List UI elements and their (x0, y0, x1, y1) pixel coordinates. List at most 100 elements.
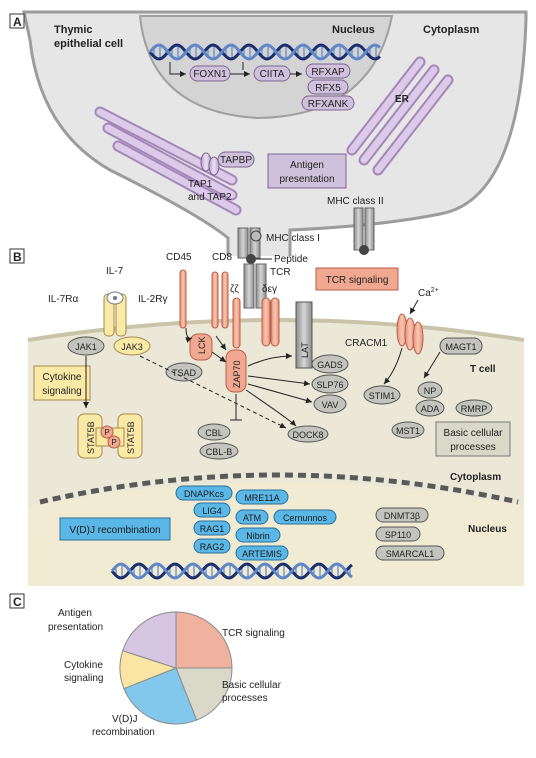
cd8-receptor (211, 271, 229, 329)
gene-ciita: CIITA (253, 65, 291, 82)
er-right (346, 56, 454, 176)
tapbp: TAPBP (217, 151, 255, 168)
rag2: RAG2 (193, 538, 231, 554)
pie-label-vdj-2: recombination (92, 727, 155, 738)
pie-slice-basic-cellular-processes (175, 667, 233, 721)
svg-text:processes: processes (450, 442, 496, 453)
epithelial-cell-membrane (22, 10, 528, 260)
svg-text:NP: NP (424, 386, 437, 396)
nuclear-envelope (39, 472, 519, 505)
svg-text:RFXANK: RFXANK (308, 99, 349, 110)
pie-label-tcr: TCR signaling (222, 628, 285, 639)
tcell-label: T cell (470, 364, 496, 375)
svg-text:SP110: SP110 (385, 530, 411, 540)
panel-c: C Antigen presentation TCR signaling Cyt… (9, 593, 285, 738)
pie-label-cytokine: Cytokine (64, 660, 103, 671)
panel-a: A Thymic epithelial cell Nucleus Cytopla… (9, 10, 528, 260)
cbl-b: CBL-B (199, 442, 239, 460)
mhc-class-i (237, 227, 262, 259)
lat-protein: LAT (295, 301, 313, 369)
svg-text:FOXN1: FOXN1 (193, 69, 227, 80)
basic-processes-box: Basic cellular processes (435, 421, 511, 457)
tsad: TSAD (165, 362, 203, 382)
panel-b: B MHC class I Peptide TCR CD45 CD8 ζζ δε… (9, 227, 525, 586)
il7-receptor (103, 291, 127, 337)
svg-text:P: P (111, 438, 116, 447)
svg-text:ATM: ATM (243, 513, 261, 523)
svg-text:MAGT1: MAGT1 (445, 342, 476, 352)
delta-label: δεγ (262, 284, 277, 295)
cd8-label: CD8 (212, 252, 232, 263)
rag1: RAG1 (193, 520, 231, 536)
mhc2-label: MHC class II (327, 196, 384, 207)
cracm1-label: CRACM1 (345, 338, 388, 349)
svg-text:MRE11A: MRE11A (244, 493, 279, 503)
magt1: MAGT1 (439, 337, 483, 355)
lck: LCK (189, 333, 213, 361)
tap-label: TAP1 (188, 179, 213, 190)
il7-label: IL-7 (106, 266, 124, 277)
svg-text:Cernunnos: Cernunnos (283, 513, 328, 523)
cernunnos: Cernunnos (273, 509, 337, 525)
gene-rfx5: RFX5 (307, 79, 349, 95)
gene-foxn1: FOXN1 (189, 65, 231, 82)
smarcal1: SMARCAL1 (375, 545, 445, 561)
calcium-label: Ca2+ (418, 287, 439, 299)
pie-label-basic-2: processes (222, 693, 268, 704)
svg-text:STIM1: STIM1 (369, 391, 396, 401)
tcr-label: TCR (270, 267, 291, 278)
mhc1-label: MHC class I (266, 233, 320, 244)
svg-text:SMARCAL1: SMARCAL1 (386, 549, 435, 559)
sp110: SP110 (375, 526, 421, 542)
svg-text:LCK: LCK (197, 336, 207, 354)
svg-text:LAT: LAT (300, 342, 310, 358)
svg-text:CBL-B: CBL-B (206, 447, 233, 457)
peptide-label: Peptide (274, 254, 308, 265)
slp76: SLP76 (311, 374, 349, 394)
cbl: CBL (197, 423, 231, 441)
svg-text:CBL: CBL (205, 428, 223, 438)
panel-a-tag: A (13, 15, 22, 29)
lig4: LIG4 (193, 502, 231, 518)
svg-text:GADS: GADS (317, 360, 343, 370)
signaling-arrows (83, 327, 441, 429)
gene-rfxank: RFXANK (301, 95, 355, 111)
svg-text:STAT5B: STAT5B (126, 421, 136, 454)
pie-slice-v-d-j-recombination (123, 667, 198, 725)
svg-text:CIITA: CIITA (260, 69, 285, 80)
svg-text:DOCK8: DOCK8 (292, 430, 323, 440)
nibrin: Nibrin (235, 527, 281, 543)
svg-text:ZAP70: ZAP70 (232, 360, 242, 388)
jak3: JAK3 (113, 336, 151, 356)
gads: GADS (311, 354, 349, 374)
svg-text:presentation: presentation (279, 174, 334, 185)
svg-text:RFXAP: RFXAP (311, 67, 345, 78)
cytoplasm-b-label: Cytoplasm (450, 472, 501, 483)
rmrp: RMRP (455, 399, 493, 417)
svg-text:JAK1: JAK1 (75, 342, 97, 352)
dna-strand (110, 562, 353, 580)
cytoplasm-label: Cytoplasm (423, 24, 479, 36)
cd45-receptor (179, 269, 187, 329)
svg-text:Nibrin: Nibrin (246, 531, 270, 541)
dna-helix-top (148, 43, 381, 61)
panel-c-tag: C (13, 595, 22, 609)
svg-text:Antigen: Antigen (290, 160, 324, 171)
stim1: STIM1 (363, 385, 401, 405)
tap-transporter (200, 152, 220, 176)
thymic-cell-label-2: epithelial cell (54, 38, 123, 50)
svg-text:TSAD: TSAD (172, 368, 197, 378)
peptide-marker (246, 254, 272, 264)
svg-text:signaling: signaling (42, 386, 81, 397)
dnapkcs: DNAPKcs (175, 485, 233, 501)
tcr-signaling-box: TCR signaling (315, 267, 399, 291)
jak1: JAK1 (67, 336, 105, 356)
pie-label-antigen: Antigen (58, 608, 92, 619)
svg-text:V(D)J recombination: V(D)J recombination (69, 525, 160, 536)
nucleus-label: Nucleus (332, 24, 375, 36)
nucleus-b-label: Nucleus (468, 524, 507, 535)
panel-b-tag: B (13, 250, 22, 264)
dock8: DOCK8 (287, 425, 329, 443)
pie-slice-tcr-signaling (175, 611, 233, 669)
svg-text:STAT5B: STAT5B (86, 421, 96, 454)
